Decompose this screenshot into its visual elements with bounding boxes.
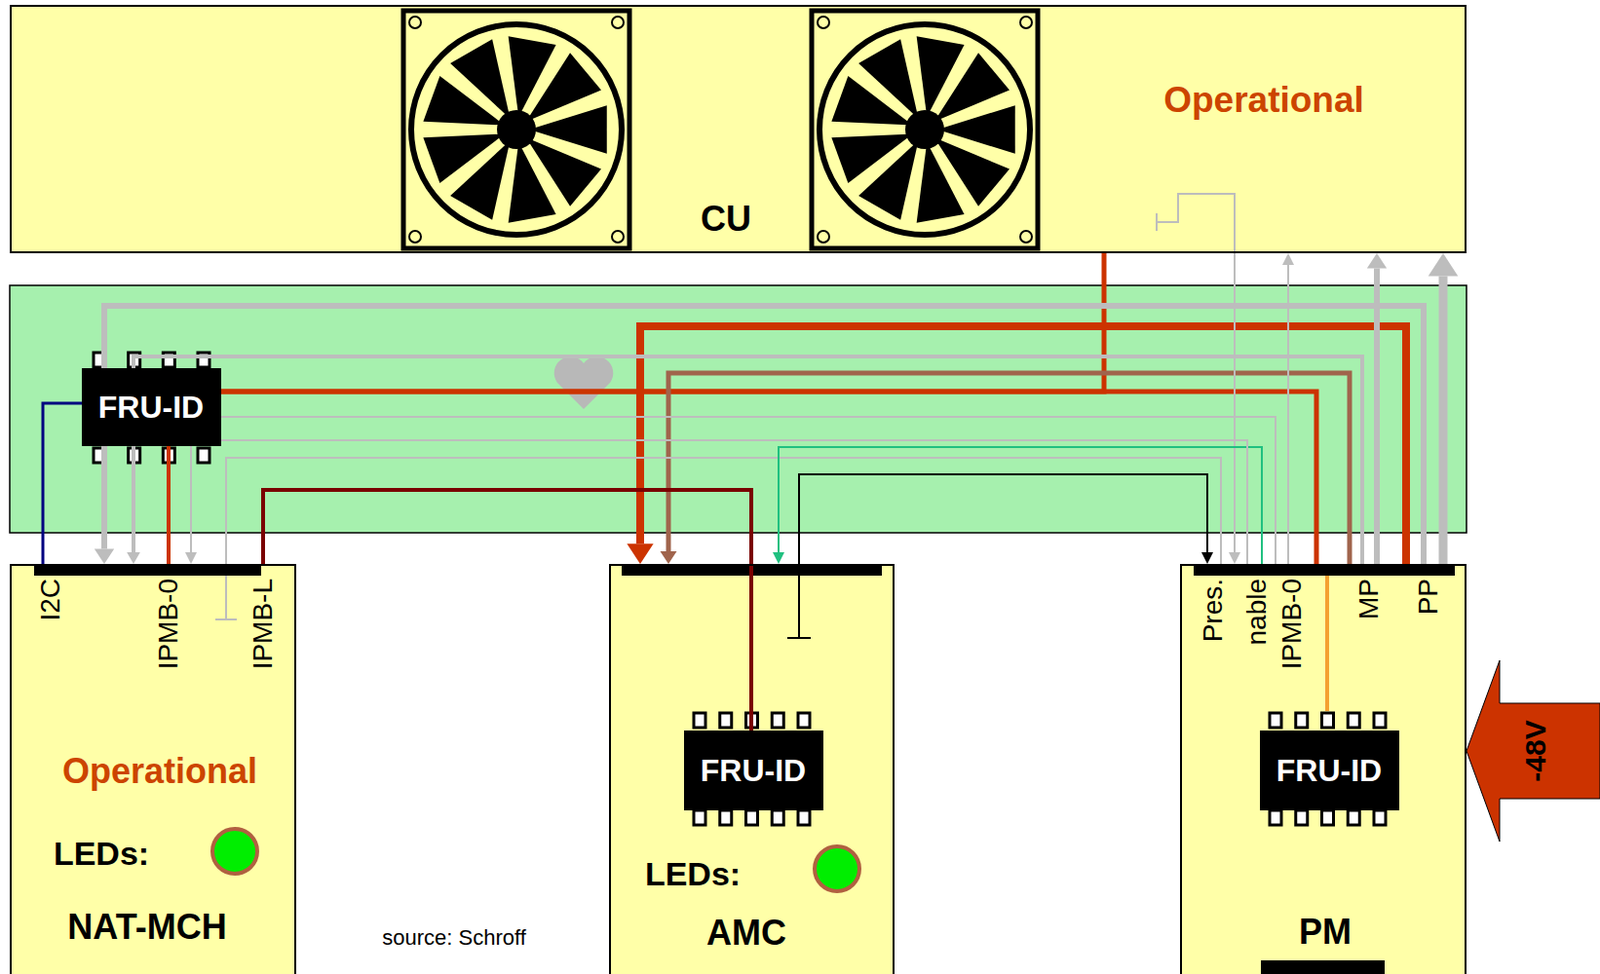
signal-line xyxy=(263,490,752,731)
chip-label: FRU-ID xyxy=(98,391,204,423)
signal-line xyxy=(660,373,1351,565)
box-label: PM xyxy=(1298,914,1352,951)
signal-line xyxy=(168,446,170,565)
stubs xyxy=(215,193,1328,712)
signal-line xyxy=(1228,253,1241,565)
pin-label: IPMB-L xyxy=(249,578,277,670)
cu-box: CU Operational xyxy=(9,4,1467,254)
signal-line xyxy=(1282,253,1295,565)
pin-label: MP xyxy=(1355,578,1383,620)
pin-label: IPMB-0 xyxy=(154,578,183,670)
cu-fill xyxy=(9,4,1467,254)
signal-line xyxy=(1367,253,1387,565)
signal-line xyxy=(185,440,1248,565)
amc-box: LEDs: AMC FRU-ID xyxy=(609,564,895,974)
led xyxy=(212,829,258,875)
fru-id-chip: FRU-ID xyxy=(684,730,824,811)
led xyxy=(814,846,860,892)
box-label: LEDs: xyxy=(53,837,150,871)
box-label: -48V xyxy=(1521,720,1551,782)
connector-bar xyxy=(1260,960,1385,974)
source-note: source: Schroff xyxy=(381,927,527,950)
fan xyxy=(403,10,630,249)
pin-label: Pres. xyxy=(1199,578,1227,643)
signal-line xyxy=(94,305,1424,565)
pin-label: IPMB-0 xyxy=(1278,578,1306,670)
fans xyxy=(403,10,1038,249)
heart-symbol xyxy=(554,356,614,410)
box-label: CU xyxy=(700,201,752,237)
box-label: NAT-MCH xyxy=(67,910,227,946)
box-label: Operational xyxy=(62,754,258,790)
chip-label: FRU-ID xyxy=(1276,755,1382,787)
box-label: Operational xyxy=(1163,81,1365,118)
signal-line xyxy=(1428,253,1459,565)
signal-line xyxy=(221,391,1317,565)
box-label: AMC xyxy=(706,915,787,952)
chip-label: FRU-ID xyxy=(700,755,806,787)
mch-fill xyxy=(9,564,297,974)
signal-line xyxy=(799,474,1214,565)
signal-line xyxy=(42,403,82,565)
pin-label: PP xyxy=(1414,578,1443,615)
pin-label: I2C xyxy=(37,578,65,622)
pin-label: nable xyxy=(1243,578,1271,647)
box-label: LEDs: xyxy=(645,857,741,891)
fru-id-chip: FRU-ID xyxy=(1259,730,1400,811)
fan xyxy=(811,10,1038,249)
pm-fill xyxy=(1180,564,1467,974)
signal-line xyxy=(626,326,1407,565)
fru-id-chip: FRU-ID xyxy=(81,368,222,447)
signal-line xyxy=(126,356,1363,565)
supply-arrow: -48V xyxy=(1466,660,1600,842)
signal-line xyxy=(226,457,1221,565)
chip-pins xyxy=(93,352,1386,826)
signal-line xyxy=(772,447,1262,565)
